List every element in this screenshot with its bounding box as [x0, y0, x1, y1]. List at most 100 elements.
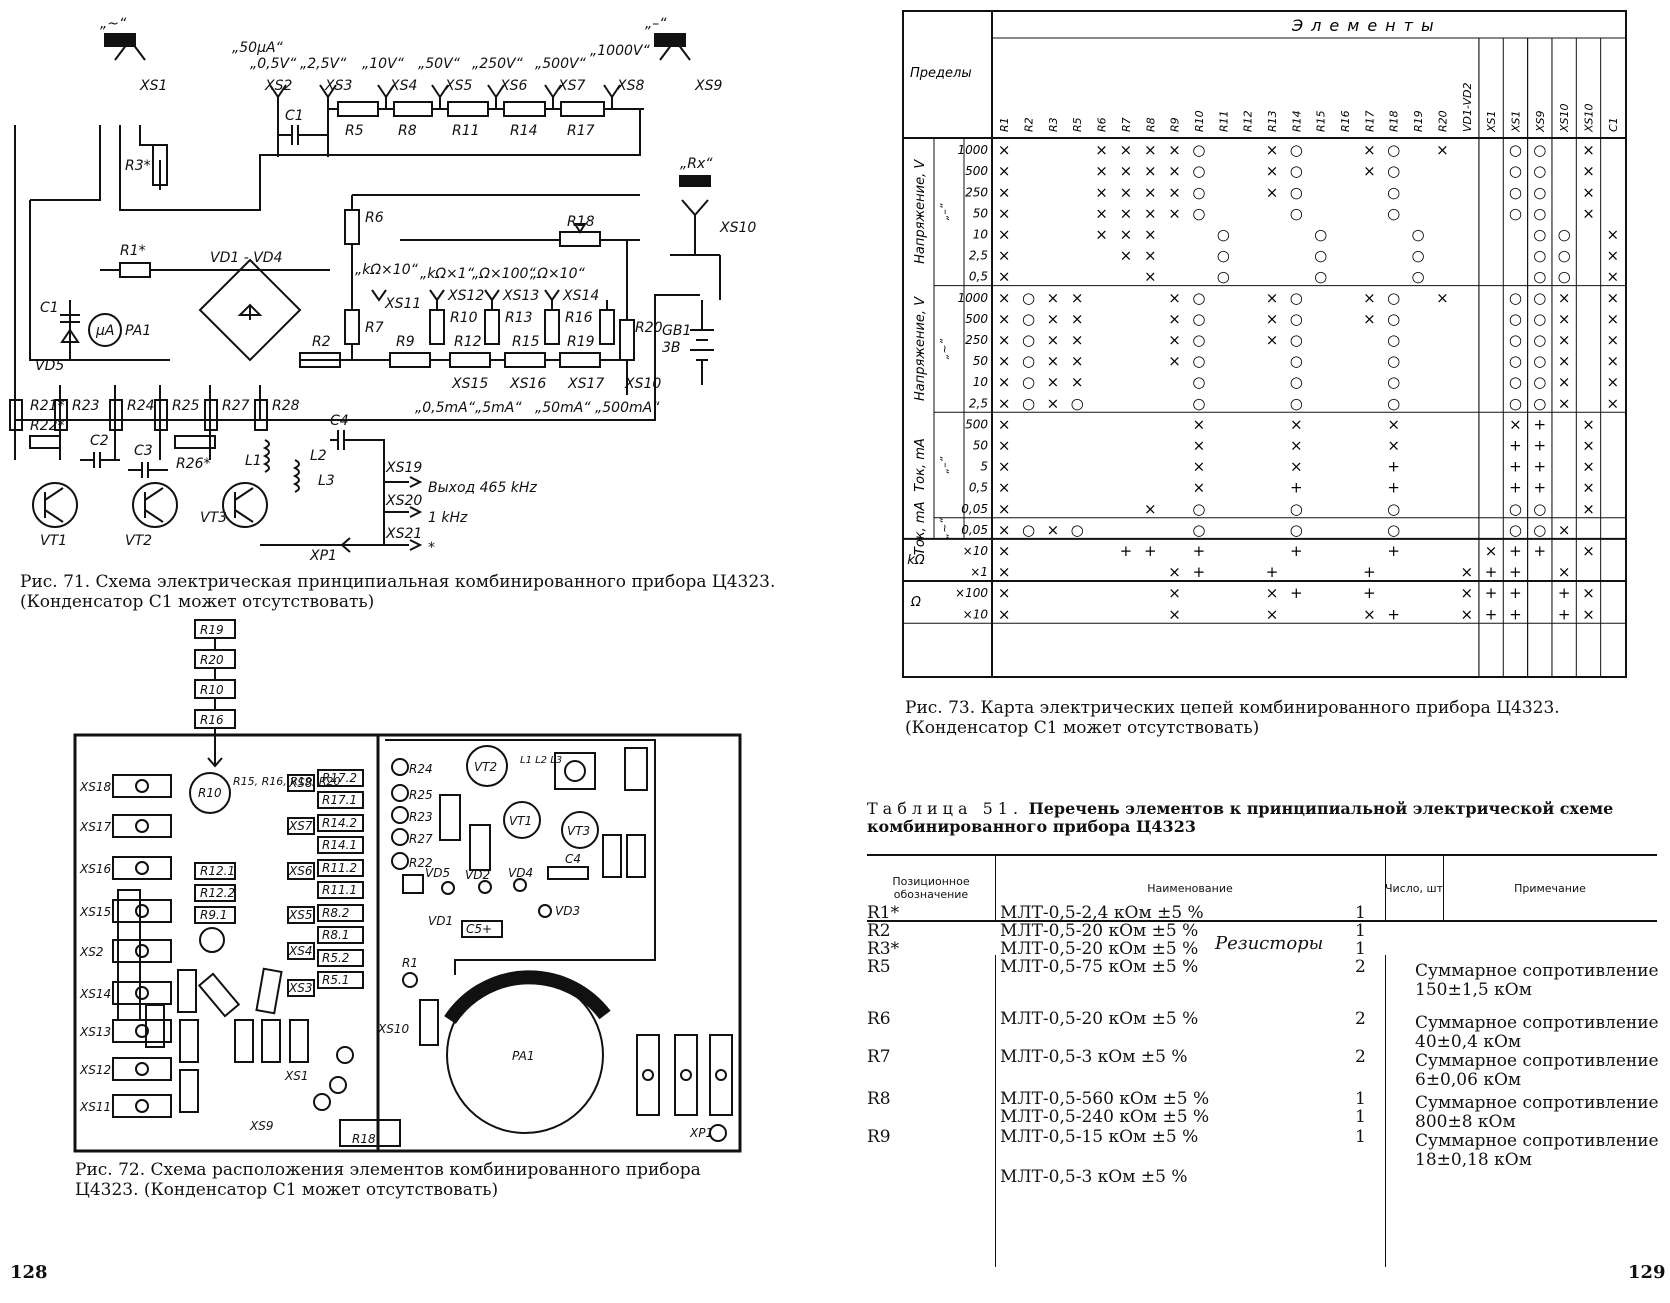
map-cell: × — [998, 415, 1011, 433]
map-cell: × — [1582, 605, 1595, 623]
map-cell: × — [1558, 310, 1571, 328]
map-cell: × — [1582, 183, 1595, 201]
map-cell: × — [1120, 141, 1133, 159]
map-cell: ○ — [1192, 521, 1205, 539]
map-col-21: XS1 — [1509, 110, 1522, 133]
map-cell: + — [1485, 605, 1498, 623]
l72-pa1: PA1 — [512, 1049, 534, 1063]
map-cell: × — [998, 394, 1011, 412]
label-xs1: XS1 — [139, 78, 167, 94]
t51-qty: 1 — [1355, 1107, 1366, 1127]
map-cell: × — [1460, 605, 1473, 623]
label-xs2: XS2 — [264, 78, 292, 94]
map-cell: + — [1558, 584, 1571, 602]
label-kx10: „kΩ×10“ — [355, 262, 419, 278]
label-kx1: „kΩ×1“ — [420, 266, 475, 282]
map-cell: × — [1266, 310, 1279, 328]
label-r26: R26* — [176, 456, 211, 472]
label-10v: „10V“ — [362, 56, 405, 72]
map-cell: × — [1193, 436, 1206, 454]
map-cell: + — [1533, 436, 1546, 454]
map-limit: 500 — [965, 312, 988, 326]
map-cell: × — [1607, 225, 1620, 243]
map-cell: ○ — [1290, 352, 1303, 370]
t51-pos: R2 — [867, 921, 891, 941]
label-r1: R1* — [120, 243, 146, 259]
map-cell: × — [1168, 605, 1181, 623]
l72-c4: C4 — [565, 852, 581, 866]
label-r27: R27 — [222, 398, 250, 414]
map-cell: × — [1168, 162, 1181, 180]
label-50v: „50V“ — [418, 56, 461, 72]
label-ma500: „500mA“ — [595, 400, 660, 416]
map-limit: 0,5 — [969, 481, 988, 495]
t51-name: МЛТ-0,5-240 кОм ±5 % — [1000, 1107, 1210, 1127]
map-cell: ○ — [1387, 310, 1400, 328]
t51-qty: 1 — [1355, 921, 1366, 941]
l72-r51: R5.1 — [322, 973, 349, 987]
map-cell: × — [998, 289, 1011, 307]
l72-xs14: XS14 — [79, 987, 111, 1001]
t51-qty: 2 — [1355, 1009, 1366, 1029]
map-cell: × — [1144, 183, 1157, 201]
l72-r10: R10 — [200, 683, 224, 697]
label-xs8: XS8 — [616, 78, 644, 94]
l72-r18: R18 — [352, 1132, 376, 1146]
map-limit: ×10 — [963, 544, 989, 558]
map-cell: ○ — [1192, 289, 1205, 307]
map-cell: × — [998, 605, 1011, 623]
map-group-name: kΩ — [907, 553, 925, 568]
map-cell: ○ — [1533, 310, 1546, 328]
map-cell: ○ — [1533, 225, 1546, 243]
label-xp1: XP1 — [309, 548, 337, 564]
map-cell: × — [1120, 204, 1133, 222]
map-cell: ○ — [1192, 352, 1205, 370]
map-cell: ○ — [1022, 289, 1035, 307]
label-xs3: XS3 — [324, 78, 352, 94]
t51-pos: R8 — [867, 1089, 891, 1109]
map-cell: + — [1509, 542, 1522, 560]
map-limit: 1000 — [957, 291, 988, 305]
map-cell: × — [1558, 521, 1571, 539]
map-cell: ○ — [1509, 162, 1522, 180]
l72-r19: R19 — [200, 623, 224, 637]
map-cell: × — [1607, 289, 1620, 307]
label-r13: R13 — [505, 310, 533, 326]
map-cell: × — [1582, 436, 1595, 454]
map-limit: 10 — [973, 227, 989, 241]
map-cell: × — [1095, 183, 1108, 201]
map-cell: ○ — [1387, 373, 1400, 391]
map-cell: + — [1558, 605, 1571, 623]
label-r22: R22* — [30, 418, 65, 434]
map-col-23: XS10 — [1558, 103, 1571, 133]
map-group-name: Напряжение, V — [913, 159, 928, 264]
th-qty: Число, шт — [1385, 881, 1443, 895]
map-cell: × — [1607, 268, 1620, 286]
label-vd14: VD1 - VD4 — [210, 250, 282, 266]
label-xs14: XS14 — [562, 288, 599, 304]
t51-note: Суммарное сопротивление 40±0,4 кОм — [1415, 1013, 1659, 1052]
map-cell: ○ — [1071, 394, 1084, 412]
map-cell: × — [1582, 542, 1595, 560]
map-cell: + — [1387, 542, 1400, 560]
map-cell: ○ — [1533, 394, 1546, 412]
map-cell: × — [1047, 394, 1060, 412]
map-col-10: R12 — [1242, 110, 1255, 132]
map-limit: 500 — [965, 164, 988, 178]
map-cell: × — [998, 352, 1011, 370]
map-cell: × — [1607, 331, 1620, 349]
map-cell: × — [1558, 331, 1571, 349]
t51-name: МЛТ-0,5-75 кОм ±5 % — [1000, 957, 1199, 977]
map-cell: × — [1558, 373, 1571, 391]
map-cell: ○ — [1192, 204, 1205, 222]
map-cell: × — [998, 373, 1011, 391]
t51-name: МЛТ-0,5-2,4 кОм ±5 % — [1000, 903, 1204, 923]
map-cell: × — [1047, 289, 1060, 307]
l72-vd3: VD3 — [555, 904, 580, 918]
label-ac-top: „~“ — [100, 16, 127, 32]
map-cell: × — [1193, 458, 1206, 476]
map-cell: ○ — [1217, 268, 1230, 286]
map-cell: × — [1582, 458, 1595, 476]
map-cell: × — [1071, 310, 1084, 328]
